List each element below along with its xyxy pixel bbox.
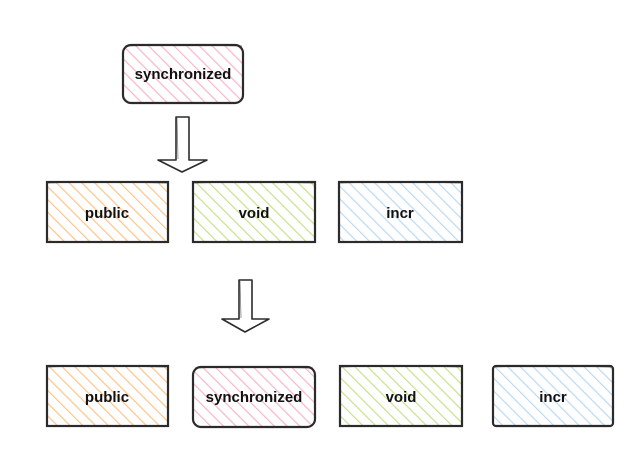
box-label: void	[386, 389, 417, 406]
box-label: incr	[386, 205, 414, 222]
row1-void-box: void	[191, 180, 317, 244]
row1-public-box: public	[45, 180, 170, 244]
row2-synchronized-box: synchronized	[191, 365, 317, 429]
row2-void-box: void	[338, 364, 464, 428]
top-synchronized-box: synchronized	[121, 43, 245, 105]
box-label: synchronized	[206, 389, 303, 406]
row2-incr-box: incr	[491, 364, 615, 428]
down-arrow-icon	[157, 116, 208, 173]
box-label: public	[85, 205, 129, 222]
down-arrow-icon	[221, 279, 270, 333]
row2-public-box: public	[45, 364, 170, 428]
box-label: synchronized	[135, 66, 232, 83]
row1-incr-box: incr	[337, 180, 464, 244]
box-label: void	[239, 205, 270, 222]
box-label: public	[85, 389, 129, 406]
box-label: incr	[539, 389, 567, 406]
